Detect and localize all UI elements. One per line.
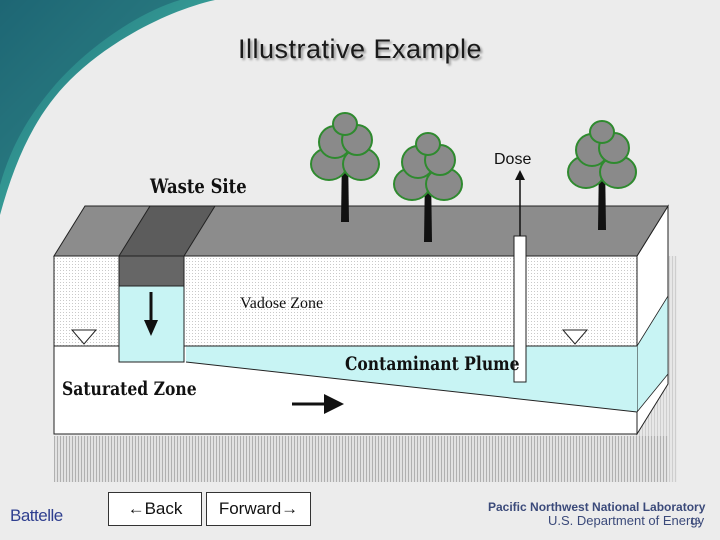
corner-swoosh [0, 0, 215, 215]
water-table-marker-icon [561, 329, 589, 345]
tree-icon [567, 120, 637, 230]
contaminant-plume-label: Contaminant Plume [345, 353, 520, 375]
forward-button[interactable]: Forward→ [206, 492, 311, 526]
vadose-zone-label: Vadose Zone [240, 295, 324, 312]
flow-arrow-icon [292, 394, 344, 414]
up-arrow-icon [515, 170, 525, 236]
base-shadow [54, 436, 668, 482]
back-button[interactable]: ←Back [108, 492, 202, 526]
dose-label: Dose [494, 151, 532, 168]
doe-name: U.S. Department of Energy [548, 513, 705, 528]
tree-icon [310, 112, 380, 222]
pnnl-name: Pacific Northwest National Laboratory [488, 500, 706, 514]
page-number: 13 [690, 516, 701, 526]
water-table-marker-icon [70, 329, 98, 345]
waste-site-label: Waste Site [150, 174, 247, 198]
battelle-logo: Battelle [10, 506, 63, 525]
saturated-zone-label: Saturated Zone [62, 378, 197, 400]
waste-site-fill [118, 255, 185, 287]
down-arrow-icon [144, 292, 158, 336]
tree-icon [393, 132, 463, 242]
slide-title: Illustrative Example [237, 34, 483, 64]
